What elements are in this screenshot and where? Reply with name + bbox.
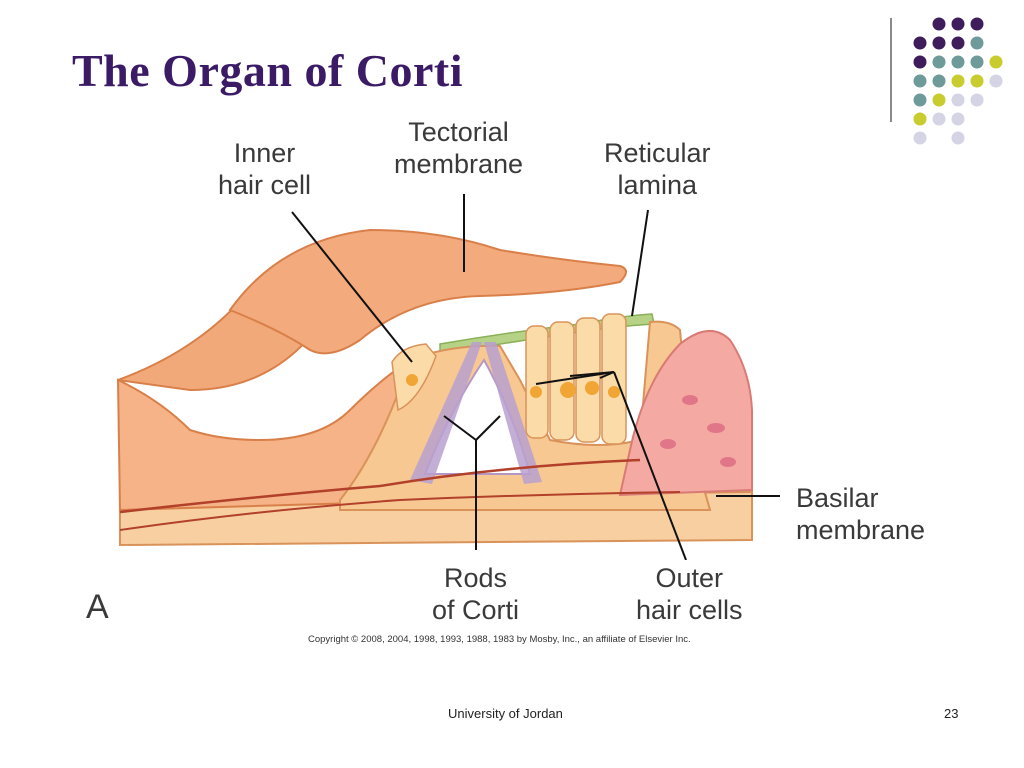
decorative-dot — [951, 131, 965, 145]
decorative-dot — [913, 131, 927, 145]
decorative-dot — [970, 55, 984, 69]
slide-title: The Organ of Corti — [72, 45, 464, 96]
copyright-notice: Copyright © 2008, 2004, 1998, 1993, 1988… — [308, 634, 691, 645]
decorative-dot — [932, 36, 946, 50]
nerve-fibers — [119, 458, 641, 514]
footer-institution: University of Jordan — [448, 706, 563, 721]
label-reticular-lamina-line-2: lamina — [617, 170, 698, 200]
decorative-dot-grid — [913, 17, 1003, 145]
label-rods-of-corti-line-2: of Corti — [432, 595, 520, 625]
decorative-dot — [951, 55, 965, 69]
title-divider — [890, 18, 892, 122]
decorative-dot — [951, 17, 965, 31]
decorative-dot — [913, 74, 927, 88]
decorative-dot — [970, 17, 984, 31]
decorative-dot — [951, 36, 965, 50]
label-reticular-lamina: Reticular lamina — [604, 137, 711, 201]
label-basilar-membrane: Basilar membrane — [796, 482, 925, 546]
page-number: 23 — [944, 706, 959, 721]
label-tectorial-membrane: Tectorial membrane — [394, 116, 523, 180]
tectorial-membrane-shape — [228, 228, 627, 355]
outer-supporting-cells — [618, 330, 753, 497]
decorative-dot — [951, 93, 965, 107]
decorative-dot — [913, 55, 927, 69]
rods-of-corti-shape — [410, 342, 482, 484]
decorative-dot — [932, 112, 946, 126]
label-rods-of-corti: Rods of Corti — [432, 562, 519, 626]
decorative-dot — [989, 55, 1003, 69]
label-inner-hair-cell-line-2: hair cell — [218, 170, 312, 200]
label-inner-hair-cell: Inner hair cell — [218, 137, 311, 201]
decorative-dot — [970, 36, 984, 50]
decorative-dot — [951, 112, 965, 126]
label-inner-hair-cell-line-1: Inner — [233, 138, 296, 168]
label-outer-hair-cells-line-1: Outer — [655, 563, 724, 593]
decorative-dot — [913, 36, 927, 50]
label-outer-hair-cells: Outer hair cells — [636, 562, 743, 626]
decorative-dot — [932, 93, 946, 107]
label-tectorial-membrane-line-2: membrane — [394, 149, 524, 179]
organ-of-corti-illustration — [116, 194, 780, 560]
decorative-dot — [970, 93, 984, 107]
label-tectorial-membrane-line-1: Tectorial — [408, 117, 509, 147]
decorative-dot — [913, 112, 927, 126]
label-basilar-membrane-line-1: Basilar — [796, 483, 879, 513]
decorative-dot — [932, 74, 946, 88]
rods-of-corti-shape — [484, 342, 542, 484]
nerve-fibers — [119, 491, 681, 531]
label-basilar-membrane-line-2: membrane — [796, 515, 926, 545]
decorative-dot — [951, 74, 965, 88]
label-outer-hair-cells-line-2: hair cells — [636, 595, 743, 625]
label-leader-lines — [291, 194, 780, 560]
outer-hair-cells-shape — [525, 313, 627, 445]
decorative-dot — [913, 93, 927, 107]
panel-letter: A — [86, 588, 109, 626]
decorative-dot — [932, 17, 946, 31]
label-reticular-lamina-line-1: Reticular — [604, 138, 711, 168]
decorative-dot — [970, 74, 984, 88]
label-rods-of-corti-line-1: Rods — [444, 563, 508, 593]
decorative-dot — [989, 74, 1003, 88]
decorative-dot — [932, 55, 946, 69]
